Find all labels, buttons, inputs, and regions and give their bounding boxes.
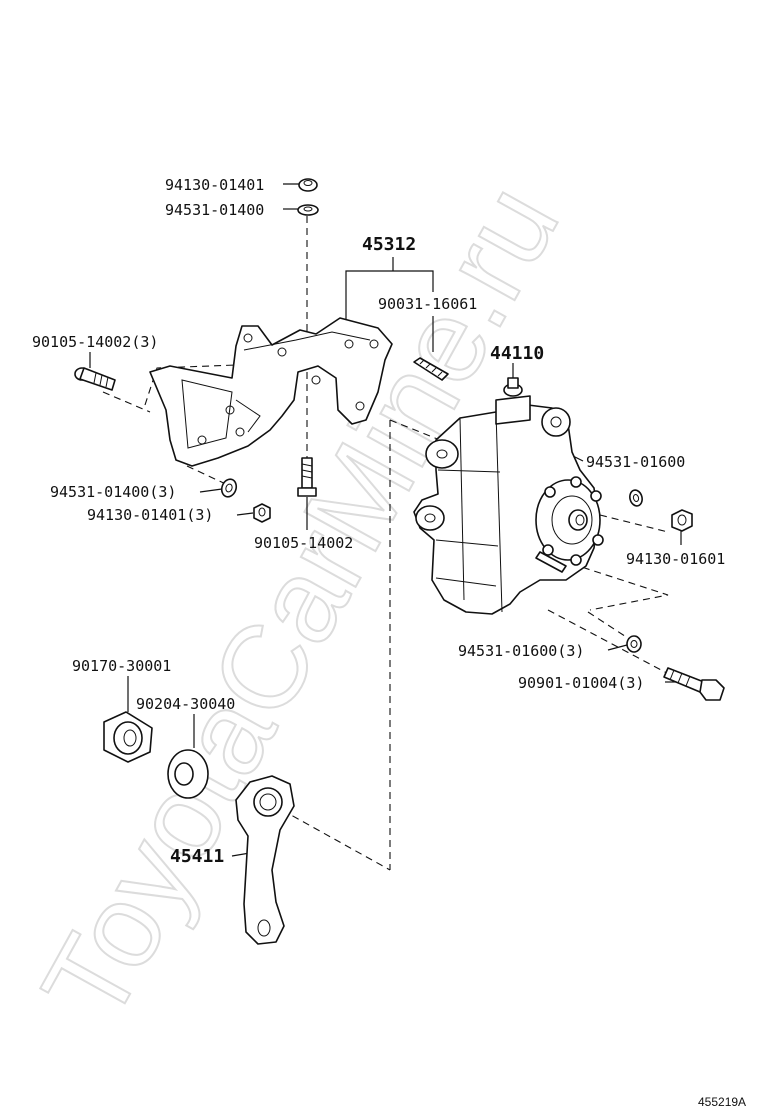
bolt-icon xyxy=(74,367,116,391)
label-stud: 90031-16061 xyxy=(378,295,477,313)
stud-icon xyxy=(413,357,449,381)
hex-nut-icon xyxy=(298,178,318,192)
label-nut-left: 94130-01401(3) xyxy=(87,506,213,524)
label-bolt-center: 90105-14002 xyxy=(254,534,353,552)
bolt-icon xyxy=(297,457,317,497)
washer-icon xyxy=(220,478,238,498)
label-pitman-arm: 45411 xyxy=(170,846,224,867)
label-bracket-assy: 45312 xyxy=(362,234,416,255)
washer-icon xyxy=(629,489,643,507)
washer-icon xyxy=(167,749,209,799)
label-gear-assy: 44110 xyxy=(490,343,544,364)
label-washer-lower-right: 94531-01600(3) xyxy=(458,642,584,660)
bolt-icon xyxy=(663,667,725,701)
hex-nut-icon xyxy=(671,509,693,532)
label-lock-washer: 90204-30040 xyxy=(136,695,235,713)
washer-icon xyxy=(626,635,642,653)
washer-icon xyxy=(297,204,319,216)
label-bolt-left: 90105-14002(3) xyxy=(32,333,158,351)
label-washer-left: 94531-01400(3) xyxy=(50,483,176,501)
label-bolt-lower-right: 90901-01004(3) xyxy=(518,674,644,692)
label-nut-top: 94130-01401 xyxy=(165,176,264,194)
label-nut-right: 94130-01601 xyxy=(626,550,725,568)
label-washer-right: 94531-01600 xyxy=(586,453,685,471)
diagram-code: 455219A xyxy=(698,1095,746,1109)
hex-nut-icon xyxy=(103,711,153,763)
steering-gear-housing-icon xyxy=(413,377,604,615)
steering-bracket-icon xyxy=(149,317,393,467)
label-nut-large: 90170-30001 xyxy=(72,657,171,675)
label-washer-top: 94531-01400 xyxy=(165,201,264,219)
hex-nut-icon xyxy=(253,503,271,523)
pitman-arm-icon xyxy=(235,775,295,945)
